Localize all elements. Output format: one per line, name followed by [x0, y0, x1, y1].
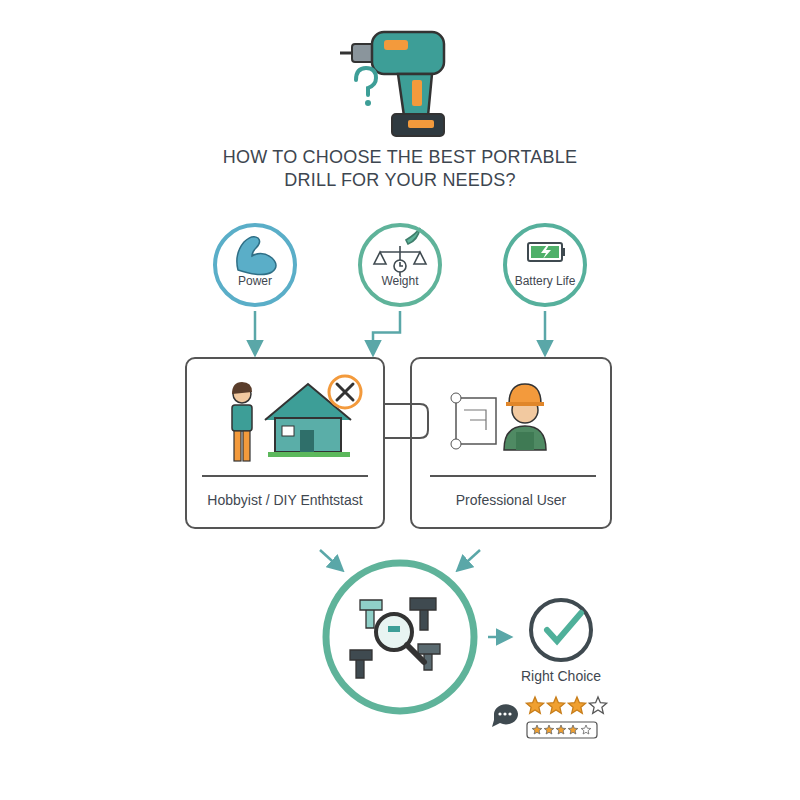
comparison-circle — [410, 598, 436, 630]
professional-illustration — [451, 393, 461, 403]
star-rating — [556, 725, 566, 734]
star-rating — [532, 725, 542, 734]
connector-arrow — [373, 311, 400, 354]
merge-arrow — [458, 550, 480, 570]
criteria-circle: Weight — [357, 222, 443, 308]
drill-icon — [340, 32, 444, 136]
drill-icon — [384, 40, 408, 50]
scale-feather-icon — [394, 260, 406, 272]
drill-icon — [412, 80, 422, 106]
flexed-arm-icon — [237, 237, 276, 275]
node-label: Right Choice — [514, 668, 608, 685]
hobbyist-illustration — [243, 431, 250, 461]
circle-outline — [212, 222, 298, 308]
star-rating — [498, 712, 501, 715]
node-label: Battery Life — [504, 274, 586, 288]
battery-icon — [562, 248, 565, 256]
professional-illustration — [430, 384, 596, 476]
scale-feather-icon — [374, 252, 386, 264]
hobbyist-illustration — [232, 382, 252, 394]
professional-illustration — [504, 426, 546, 450]
comparison-circle — [350, 650, 372, 678]
hobbyist-illustration — [329, 376, 361, 408]
star-rating — [492, 704, 518, 727]
professional-illustration — [451, 439, 461, 449]
scale-feather-icon — [374, 228, 426, 276]
comparison-circle — [407, 645, 424, 662]
battery-icon — [528, 243, 562, 261]
star-rating — [568, 697, 585, 713]
battery-icon — [528, 243, 565, 261]
scale-feather-icon — [414, 252, 426, 264]
check-circle — [531, 600, 591, 660]
drill-icon — [352, 44, 374, 62]
hobbyist-illustration — [202, 376, 368, 476]
professional-illustration — [516, 432, 534, 450]
criteria-circle: Battery Life — [502, 222, 588, 308]
circle-outline — [505, 225, 585, 305]
star-rating — [568, 725, 578, 734]
circle-outline — [215, 225, 295, 305]
node-label: Weight — [359, 274, 441, 288]
professional-illustration — [430, 475, 596, 477]
professional-illustration — [456, 398, 496, 444]
hobbyist-illustration — [232, 405, 252, 431]
battery-icon — [541, 245, 551, 259]
scale-feather-icon — [400, 262, 403, 266]
star-rating — [544, 725, 554, 734]
star-rating — [547, 697, 564, 713]
node-label: Professional User — [414, 492, 608, 509]
circle-outline — [502, 222, 588, 308]
star-rating — [492, 697, 607, 738]
professional-illustration — [509, 384, 541, 404]
node-label: Power — [214, 274, 296, 288]
drill-icon — [356, 68, 376, 95]
hobbyist-illustration — [202, 475, 368, 477]
star-rating — [527, 722, 597, 738]
node-label: Hobbyist / DIY Enthtstast — [189, 492, 381, 509]
merge-arrow — [320, 550, 342, 570]
star-rating — [526, 697, 543, 713]
check-mark — [547, 613, 581, 641]
drill-icon — [408, 120, 434, 128]
circle-outline — [360, 225, 440, 305]
criteria-circle: Power — [212, 222, 298, 308]
star-rating — [581, 725, 591, 734]
hobbyist-illustration — [268, 452, 350, 457]
comparison-circle — [388, 626, 400, 632]
flexed-arm-icon — [237, 237, 276, 275]
star-rating — [503, 712, 506, 715]
drill-icon — [398, 74, 432, 116]
hobbyist-illustration — [234, 431, 241, 461]
drill-icon — [340, 52, 352, 55]
result-arrow — [488, 636, 510, 639]
scale-feather-icon — [380, 251, 420, 253]
battery-icon — [531, 246, 559, 258]
diagram-title: HOW TO CHOOSE THE BEST PORTABLE DRILL FO… — [205, 146, 595, 193]
circle-outline — [357, 222, 443, 308]
hobbyist-illustration — [337, 384, 353, 400]
user-type-box: Hobbyist / DIY Enthtstast — [185, 357, 385, 529]
drill-icon — [365, 100, 371, 106]
hobbyist-illustration — [300, 430, 314, 452]
star-rating — [508, 712, 511, 715]
comparison-circle — [326, 563, 474, 711]
hobbyist-illustration — [275, 418, 341, 452]
connector-arrow — [544, 311, 547, 354]
hobbyist-illustration — [282, 426, 294, 436]
user-type-box: Professional User — [410, 357, 612, 529]
professional-illustration — [464, 410, 486, 430]
star-rating — [589, 697, 606, 713]
connector-arrow — [254, 311, 257, 354]
comparison-circle — [326, 563, 474, 711]
professional-illustration — [506, 402, 544, 406]
drill-icon — [372, 32, 444, 74]
junction-tab — [385, 404, 428, 438]
drill-icon — [392, 114, 444, 136]
result-check: Right Choice — [512, 596, 610, 695]
